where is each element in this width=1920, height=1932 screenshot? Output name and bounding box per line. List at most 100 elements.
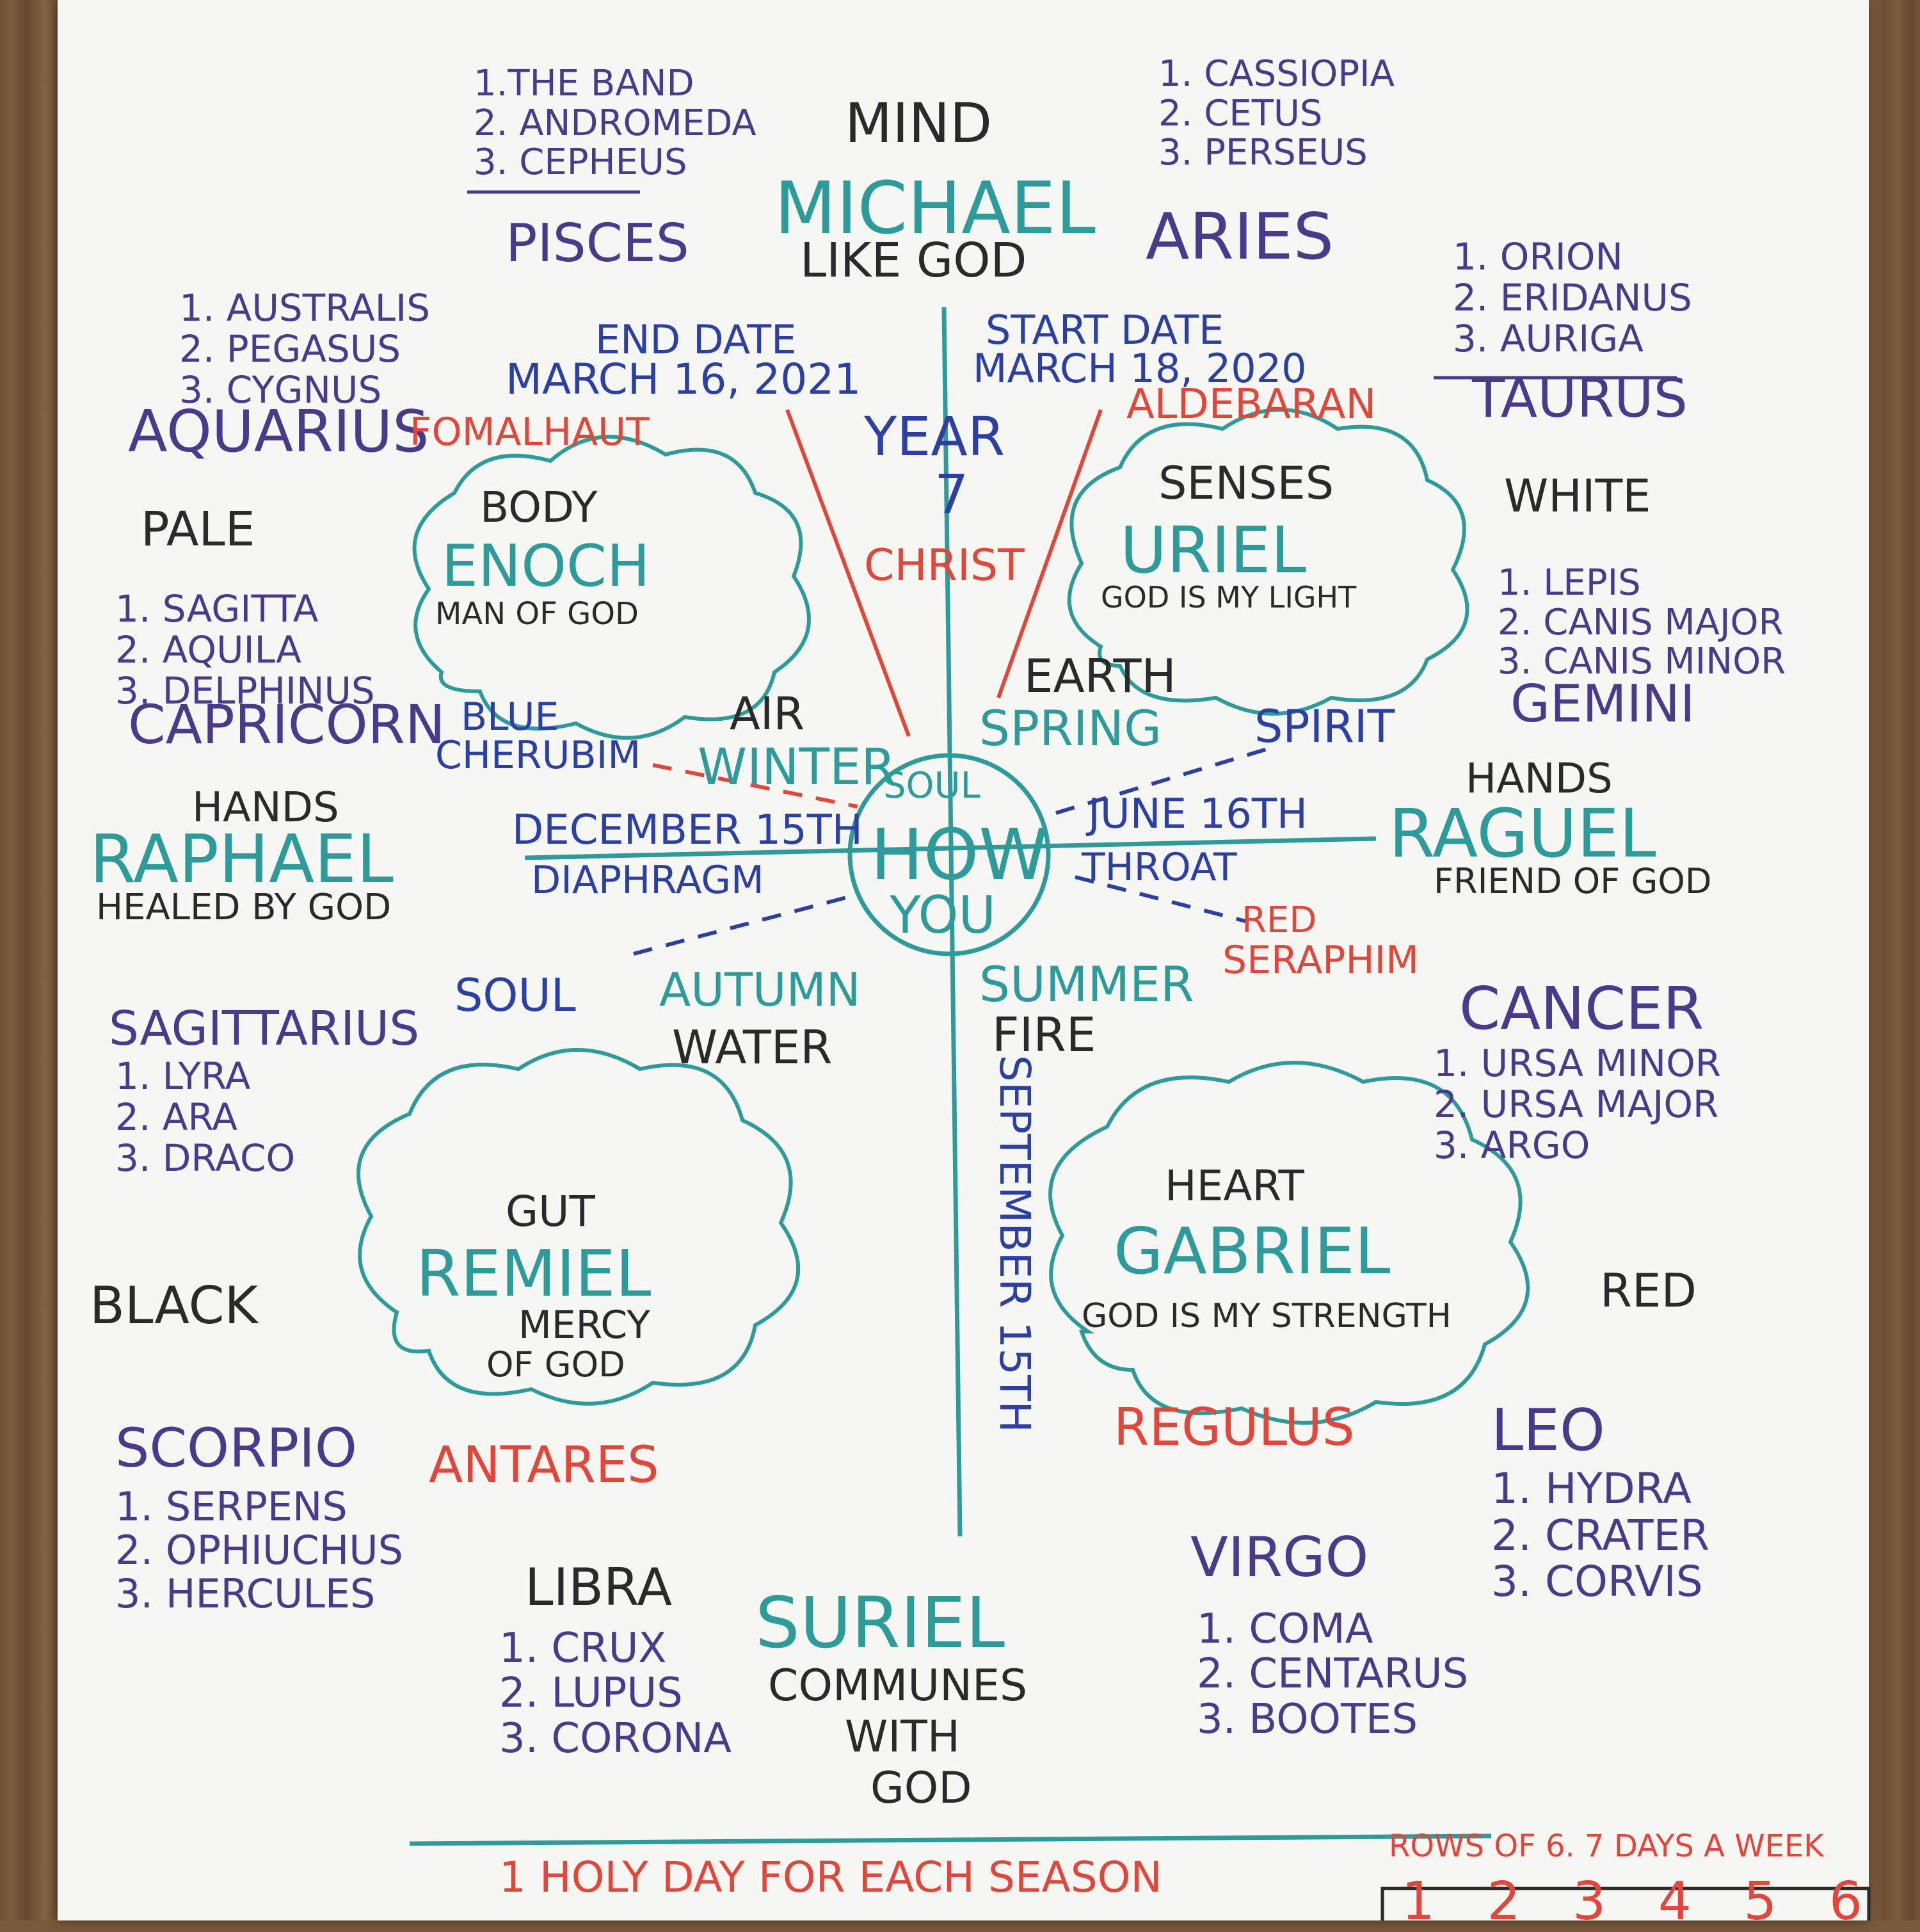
aquarius-list: 1. AUSTRALIS 2. PEGASUS 3. CYGNUS [179,287,430,412]
soul-ring-label: SOUL [883,765,980,807]
remiel-name-label: REMIEL [416,1236,652,1311]
spirit-label: SPIRIT [1254,700,1395,753]
list-item: 2. CETUS [1158,92,1323,134]
list-item: 2. LUPUS [499,1670,683,1718]
gemini-list: 1. LEPIS 2. CANIS MAJOR 3. CANIS MINOR [1498,563,1786,682]
rows-box [1380,1887,1871,1920]
gabriel-name-label: GABRIEL [1114,1214,1391,1289]
september-label: SEPTEMBER 15TH [990,1054,1040,1433]
list-item: 1. COMA [1197,1606,1373,1653]
cloud-enoch [412,435,811,740]
gemini-label: GEMINI [1510,674,1695,734]
pisces-list: 1.THE BAND 2. ANDROMEDA 3. CEPHEUS [474,64,756,182]
list-item: 1. SERPENS [115,1483,348,1530]
list-item: 3. CYGNUS [179,367,382,412]
cloud-gabriel [1048,1061,1530,1425]
list-item: 3. CORVIS [1491,1557,1703,1607]
aries-list: 1. CASSIOPIA 2. CETUS 3. PERSEUS [1158,54,1395,173]
soul-label: SOUL [454,969,576,1022]
uriel-meaning-label: GOD IS MY LIGHT [1101,580,1357,615]
list-item: 1. URSA MINOR [1434,1042,1722,1085]
list-item: 3. CANIS MINOR [1498,641,1786,683]
red-ray-right [996,408,1103,699]
list-item: 2. CANIS MAJOR [1498,601,1784,643]
vertical-axis [941,307,963,1537]
list-item: 2. ERIDANUS [1453,275,1692,319]
list-item: 2. OPHIUCHUS [115,1527,403,1574]
list-item: 1. CASSIOPIA [1158,53,1395,95]
summer-label: SUMMER [979,956,1194,1013]
raphael-meaning-label: HEALED BY GOD [96,887,392,928]
horizontal-axis [524,836,1377,860]
rows-label: ROWS OF 6. 7 DAYS A WEEK [1389,1828,1824,1864]
water-label: WATER [672,1020,833,1074]
right-hands-label: HANDS [1466,755,1613,803]
virgo-list: 1. COMA 2. CENTARUS 3. BOOTES [1197,1606,1469,1743]
list-item: 3. DRACO [115,1136,296,1180]
list-item: 3. DELPHINUS [115,668,375,712]
suriel-meaning-3: GOD [870,1763,972,1814]
gabriel-meaning-label: GOD IS MY STRENGTH [1082,1297,1452,1335]
sagittarius-list: 1. LYRA 2. ARA 3. DRACO [115,1056,295,1179]
capricorn-list: 1. SAGITTA 2. AQUILA 3. DELPHINUS [115,588,375,712]
left-hands-label: HANDS [192,784,339,832]
regulus-label: REGULUS [1114,1397,1355,1457]
enoch-name-label: ENOCH [442,533,650,600]
air-label: AIR [730,688,805,740]
list-item: 3. BOOTES [1197,1695,1418,1743]
cloud-remiel [356,1048,801,1406]
mind-label: MIND [845,92,993,156]
how-label: HOW [870,814,1049,896]
row-number: 4 [1658,1871,1692,1932]
capricorn-label: CAPRICORN [128,693,445,756]
bottom-line [409,1833,1492,1846]
list-item: 1. LEPIS [1498,562,1641,604]
row-number: 6 [1828,1871,1862,1932]
year-number: 7 [934,463,969,526]
fomalhaut-label: FOMALHAUT [410,410,650,455]
list-item: 1.THE BAND [474,63,694,104]
december-label: DECEMBER 15TH [512,807,863,854]
enoch-meaning-label: MAN OF GOD [435,596,639,632]
uriel-name-label: URIEL [1120,513,1307,588]
suriel-meaning-1: COMMUNES [768,1661,1028,1711]
list-item: 1. HYDRA [1491,1464,1692,1513]
gabriel-part-label: HEART [1165,1161,1304,1211]
autumn-label: AUTUMN [659,963,861,1017]
list-item: 2. CENTARUS [1197,1650,1469,1698]
right-red-label: RED [1600,1264,1697,1317]
remiel-meaning-2: OF GOD [486,1344,625,1385]
dashed-spirit [1055,747,1268,815]
michael-label: MICHAEL [774,167,1096,250]
leo-list: 1. HYDRA 2. CRATER 3. CORVIS [1491,1464,1710,1607]
pisces-label: PISCES [506,213,689,274]
remiel-meaning-1: MERCY [518,1303,650,1348]
june-label: JUNE 16TH [1088,791,1308,838]
remiel-part-label: GUT [506,1187,595,1236]
end-date-value: MARCH 16, 2021 [506,355,861,404]
list-item: 3. CORONA [499,1714,732,1762]
libra-label: LIBRA [525,1558,673,1617]
list-item: 3. PERSEUS [1158,132,1368,174]
list-item: 2. URSA MAJOR [1434,1082,1719,1126]
you-label: YOU [890,885,996,945]
red-ray-left [785,408,911,737]
list-item: 2. AQUILA [115,627,301,672]
list-item: 2. CRATER [1491,1510,1710,1560]
cancer-list: 1. URSA MINOR 2. URSA MAJOR 3. ARGO [1434,1043,1721,1166]
list-item: 2. ANDROMEDA [474,102,756,144]
enoch-part-label: BODY [480,483,598,532]
list-item: 3. CEPHEUS [474,141,687,184]
year-label: YEAR [864,405,1005,468]
cancer-label: CANCER [1459,974,1704,1043]
taurus-list: 1. ORION 2. ERIDANUS 3. AURIGA [1453,236,1692,359]
dashed-seraphim [1075,875,1249,924]
dashed-soul [633,894,852,956]
list-item: 1. LYRA [115,1054,251,1098]
start-date-value: MARCH 18, 2020 [973,345,1307,392]
rows-numbers: 1 2 3 4 5 6 [1402,1876,1862,1928]
center-circle [847,753,1051,956]
row-number: 5 [1743,1871,1777,1932]
taurus-label: TAURUS [1472,367,1688,430]
